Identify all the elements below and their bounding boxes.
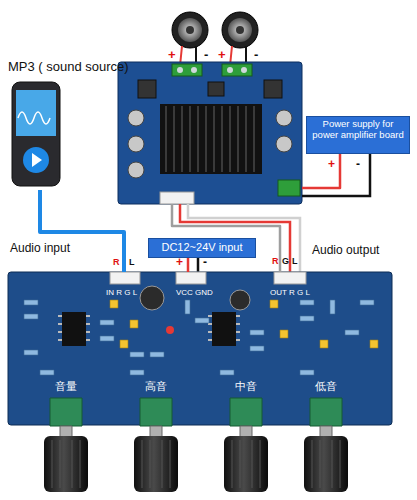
speaker-cap (186, 26, 194, 34)
polarity-mark: - (356, 158, 360, 172)
player-screen (16, 90, 56, 136)
signal-label: G (282, 256, 289, 266)
tone-board (8, 272, 392, 425)
input-connector (160, 192, 194, 204)
amplifier-board (118, 62, 302, 204)
sound-source: MP3 ( sound source) (6, 60, 130, 190)
terminal-block (222, 64, 252, 76)
play-button (23, 147, 49, 173)
mp3-player (12, 82, 60, 186)
terminal-block (172, 64, 202, 76)
signal-label: R (113, 257, 120, 267)
inductor (264, 80, 282, 98)
film-capacitors (110, 300, 378, 348)
pin-label: IN R G L (106, 288, 137, 297)
pin-label: OUT R G L (270, 288, 310, 297)
speaker-cone (228, 18, 252, 42)
speaker-cone (178, 18, 202, 42)
input-connector (110, 272, 140, 284)
knob (304, 436, 348, 492)
signal-label: L (129, 257, 135, 267)
signal-label: L (292, 256, 298, 266)
heatsink (160, 104, 262, 174)
chip-pins (58, 316, 240, 340)
heatsink-fins (166, 106, 254, 172)
potentiometers (50, 398, 342, 426)
power-wire (302, 154, 340, 188)
power-wire (187, 258, 190, 272)
signal-label: R (272, 256, 279, 266)
polarity-mark: + (176, 256, 183, 270)
polarity-mark: + (168, 48, 176, 63)
knob-label: 音量 (44, 380, 88, 393)
op-amp-chip (212, 312, 236, 346)
audio-wire (172, 204, 280, 272)
power-supply-box: Power supply for power amplifier board (306, 116, 410, 154)
inductor (138, 80, 156, 98)
speaker-cap (236, 26, 244, 34)
knob-ridges (52, 440, 340, 488)
amplifier-board: +-+- (118, 62, 302, 204)
terminal-screw (177, 67, 247, 73)
knob-label: 低音 (304, 380, 348, 393)
speaker (172, 12, 208, 48)
electrolytic-capacitor (140, 286, 164, 310)
audio-cable (40, 190, 124, 272)
inductor (208, 82, 224, 96)
power-input-box: DC12~24V input (148, 238, 256, 258)
power-wire (197, 258, 200, 272)
potentiometer-shafts (60, 426, 332, 438)
polarity-mark: - (254, 48, 258, 63)
polarity-mark: + (328, 158, 335, 172)
port-label: Audio output (312, 244, 379, 258)
speaker (222, 12, 258, 48)
knob-label: 高音 (134, 380, 178, 393)
port-label: Audio input (10, 242, 70, 256)
knob (134, 436, 178, 492)
screen-wave (18, 112, 50, 124)
output-connector (274, 272, 306, 284)
capacitor (128, 110, 292, 178)
led (166, 326, 174, 334)
polarity-mark: - (204, 48, 208, 63)
tone-control-board: IN R G L VCC GND OUT R G L 音量 高音 中音 低音 (8, 272, 392, 425)
power-connector (176, 272, 206, 284)
knob (44, 436, 88, 492)
box-label: DC12~24V input (149, 241, 255, 254)
power-wire (302, 154, 370, 196)
knob (224, 436, 268, 492)
polarity-mark: + (218, 48, 226, 63)
resistors (24, 300, 374, 375)
play-symbol (32, 153, 42, 167)
pin-label: VCC GND (176, 288, 213, 297)
op-amp-chip (62, 312, 86, 346)
knob-label: 中音 (224, 380, 268, 393)
power-terminal (278, 180, 300, 196)
polarity-mark: - (203, 256, 207, 270)
electrolytic-capacitor (230, 290, 250, 310)
box-label: Power supply for power amplifier board (309, 119, 407, 141)
heading-label: MP3 ( sound source) (8, 60, 129, 75)
